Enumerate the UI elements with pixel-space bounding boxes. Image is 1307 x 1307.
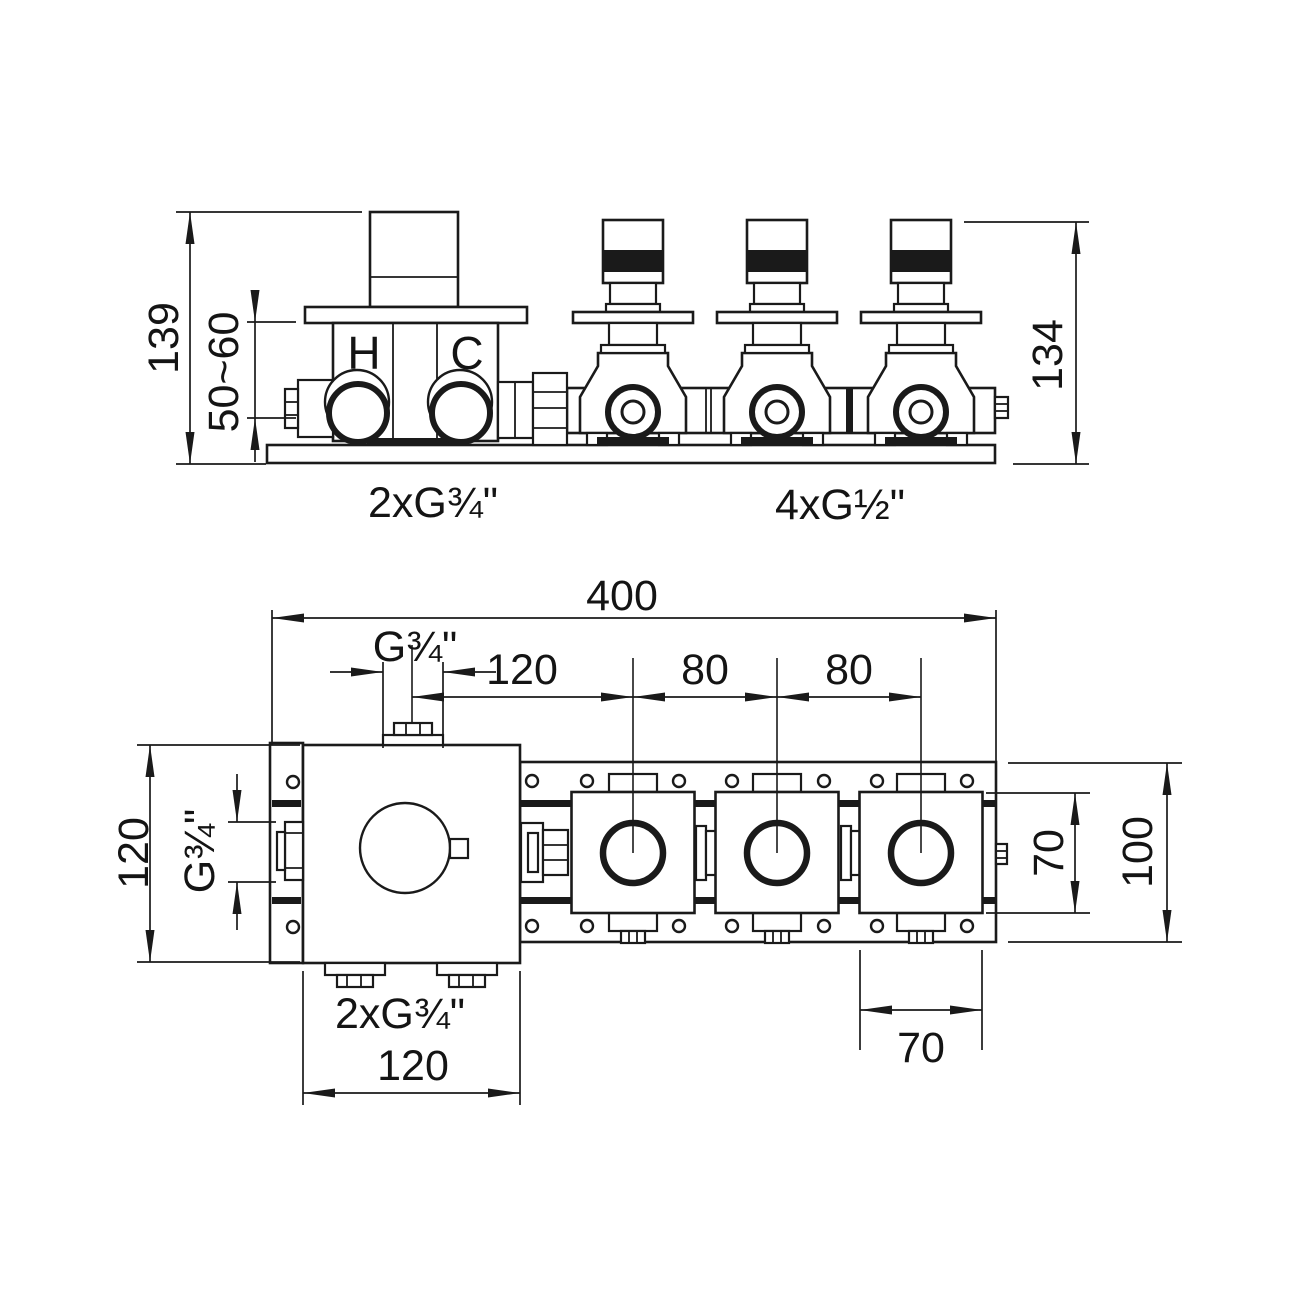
dim-70-bottom-label: 70 — [897, 1024, 945, 1072]
rail-screw-holes — [285, 773, 975, 935]
mixer-top-port — [381, 733, 445, 747]
dim-mount-depth-50-60: 50~60 — [200, 290, 296, 462]
hot-label: H — [347, 327, 380, 379]
dim-120-spacing-label: 120 — [486, 646, 558, 694]
plan-view: 400 G¾" 120 80 80 120 G¾" — [110, 572, 1182, 1105]
dim-left-port-thread: G¾" — [176, 774, 276, 930]
cold-label: C — [450, 327, 483, 379]
dim-g34-top-label: G¾" — [373, 623, 458, 671]
mixer-cartridge-circle — [358, 801, 452, 895]
dim-spacing-row: 120 80 80 — [412, 646, 921, 702]
dim-valve-height-134: 134 — [964, 221, 1089, 465]
dim-139-label: 139 — [140, 302, 188, 374]
outlet-thread-label: 4xG½" — [775, 481, 905, 529]
rail-end-stub — [994, 842, 1009, 866]
cold-inlet-port — [429, 381, 493, 445]
bar-end-stub — [993, 395, 1010, 420]
base-plate — [265, 443, 997, 465]
shutoff-valve-1 — [571, 218, 695, 447]
bar-divider-seal — [846, 388, 853, 433]
mixer-bottom-port-2 — [435, 961, 499, 977]
bottom-ports-thread-label: 2xG¾" — [335, 990, 465, 1038]
dim-valve-box-width-70: 70 — [859, 950, 983, 1072]
dim-top-port-thread: G¾" — [330, 623, 496, 748]
dim-80-label-2: 80 — [825, 646, 873, 694]
hex-nut — [531, 371, 569, 447]
dim-50-60-label: 50~60 — [200, 312, 248, 433]
dim-valve-box-height-70: 70 — [986, 792, 1090, 914]
centerlines — [411, 645, 922, 853]
hot-inlet-port — [326, 381, 390, 445]
thermostatic-mixer: H C — [283, 210, 569, 447]
mixer-left-port — [283, 820, 305, 882]
dim-g34-left-label: G¾" — [176, 809, 224, 894]
dim-total-width-400: 400 — [271, 572, 997, 762]
dim-total-height-139: 139 — [140, 211, 362, 465]
valve3-flange — [859, 310, 983, 325]
dim-80-label-1: 80 — [681, 646, 729, 694]
dim-mixer-height-120: 120 — [110, 744, 300, 963]
shutoff-valve-3 — [859, 218, 983, 447]
valve2-flange — [715, 310, 839, 325]
dim-rail-height-100: 100 — [1008, 762, 1182, 943]
mixer-bottom-port-1 — [323, 961, 387, 977]
mixer-box-plan — [275, 721, 522, 989]
valve1-flange — [571, 310, 695, 325]
mixer-flange — [303, 305, 529, 325]
dim-400-label: 400 — [586, 572, 658, 620]
dim-120-left-label: 120 — [110, 817, 158, 889]
dim-70-right-label: 70 — [1025, 829, 1073, 877]
dim-100-label: 100 — [1114, 816, 1162, 888]
dim-mixer-width-120: 120 — [302, 971, 521, 1105]
shutoff-valve-2 — [715, 218, 839, 447]
dim-120-bottom-label: 120 — [377, 1042, 449, 1090]
dim-134-label: 134 — [1024, 319, 1072, 391]
inlet-thread-label: 2xG¾" — [368, 479, 498, 527]
mixer-cartridge-stem — [368, 210, 460, 309]
top-view-elevation: H C 139 50~60 134 2xG¾" 4xG½" — [140, 210, 1089, 529]
